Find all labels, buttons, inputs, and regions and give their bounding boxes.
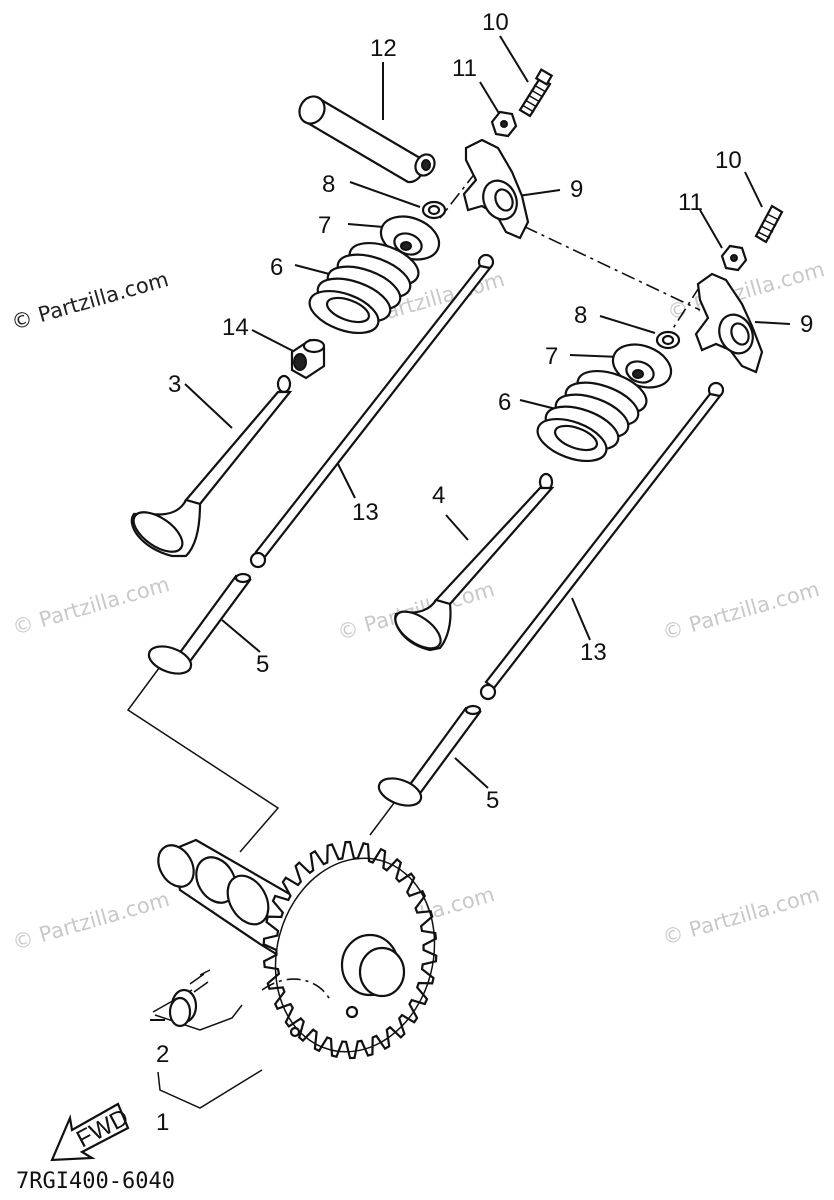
valve-cotter-left (421, 200, 447, 220)
rocker-shaft (298, 95, 436, 184)
rocker-arm-right (694, 272, 764, 374)
label-part-4: 4 (432, 482, 445, 509)
push-rod-right (479, 381, 725, 701)
label-part-11: 11 (452, 55, 477, 82)
locknut-right (720, 244, 748, 272)
intake-valve (130, 374, 293, 558)
watermark: © Partzilla.com (660, 882, 822, 950)
decompression-spring (168, 973, 209, 1028)
label-part-12: 12 (370, 35, 397, 62)
label-part-6: 6 (270, 254, 283, 281)
valve-lifter-left (147, 572, 252, 675)
spring-retainer-right (611, 343, 673, 389)
watermark: © Partzilla.com (10, 887, 172, 955)
label-part-5: 5 (486, 787, 499, 814)
valve-cotter-right (655, 330, 681, 350)
watermark: © Partzilla.com (9, 267, 171, 335)
adjusting-screw-right (754, 204, 784, 244)
diagram-code: 7RGI400-6040 (16, 1169, 175, 1194)
adjusting-screw-left (518, 68, 554, 118)
label-part-7: 7 (545, 343, 558, 370)
fwd-label: FWD (72, 1104, 133, 1153)
watermark: © Partzilla.com (660, 577, 822, 645)
label-part-1: 1 (156, 1109, 169, 1136)
label-part-14: 14 (222, 314, 249, 341)
watermark: © Partzilla.com (10, 572, 172, 640)
label-part-13: 13 (580, 639, 607, 666)
label-part-6: 6 (498, 389, 511, 416)
cam-gear (261, 840, 438, 1060)
label-part-8: 8 (322, 171, 335, 198)
exhaust-valve (394, 472, 555, 652)
label-part-7: 7 (318, 212, 331, 239)
label-part-13: 13 (352, 499, 379, 526)
part-labels: 1 2 3 4 5 5 6 6 7 7 8 8 9 9 10 10 11 11 … (156, 9, 813, 1136)
valve-spring-right (536, 369, 648, 463)
label-part-3: 3 (168, 371, 181, 398)
label-part-10: 10 (482, 9, 509, 36)
label-part-11: 11 (678, 189, 703, 216)
label-part-9: 9 (570, 176, 583, 203)
fwd-arrow-icon: FWD (50, 1102, 133, 1162)
locknut-left (490, 110, 518, 138)
label-part-5: 5 (256, 651, 269, 678)
label-part-8: 8 (574, 302, 587, 329)
valve-lifter-right (377, 704, 482, 807)
label-part-2: 2 (156, 1041, 169, 1068)
camshaft (157, 838, 438, 1060)
valve-spring-left (308, 241, 420, 335)
rocker-arm-left (462, 138, 530, 240)
valve-stem-seal (290, 338, 326, 380)
push-rod-left (249, 253, 495, 569)
label-part-10: 10 (715, 147, 742, 174)
leader-lines (150, 35, 791, 1021)
label-part-9: 9 (800, 311, 813, 338)
